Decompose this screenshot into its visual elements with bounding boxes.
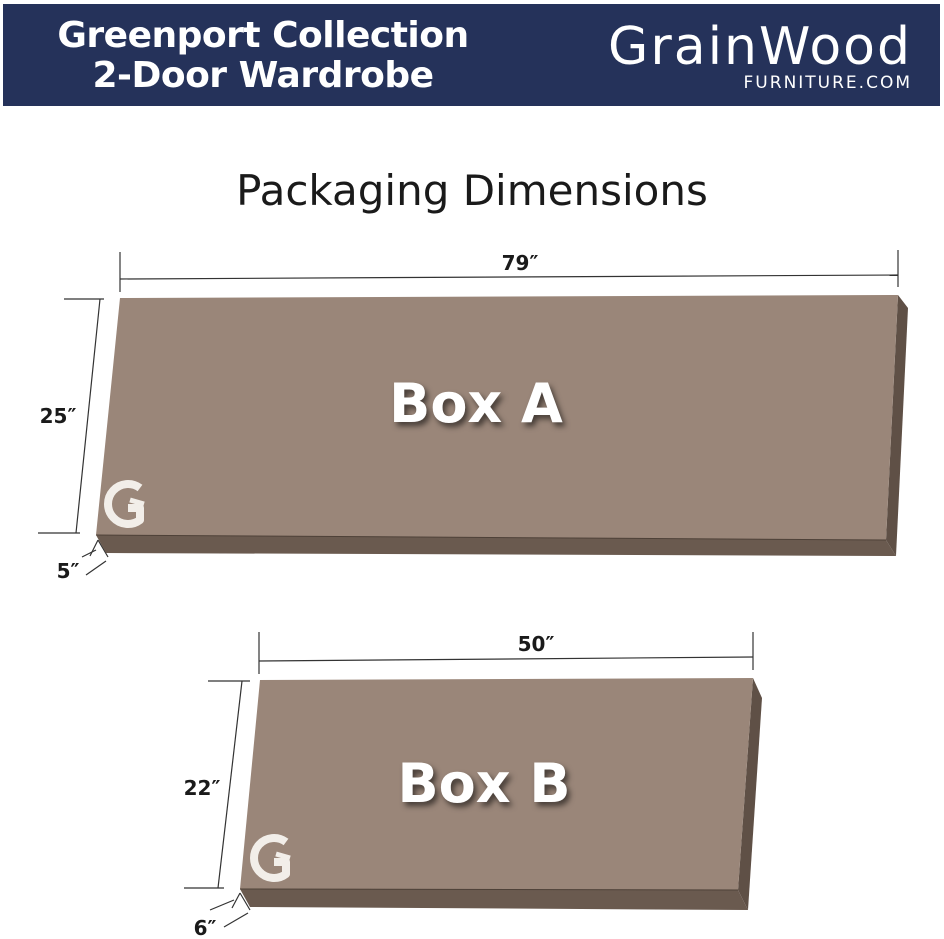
box-b-bottom-edge bbox=[240, 889, 748, 910]
product-title: Greenport Collection 2-Door Wardrobe bbox=[43, 16, 483, 96]
box-a-height-label: 25″ bbox=[40, 404, 77, 428]
box-b-height-dimension bbox=[184, 680, 250, 889]
box-a-depth-label: 5″ bbox=[57, 559, 80, 583]
box-b-width-dimension bbox=[258, 632, 754, 674]
box-b-side-edge bbox=[738, 678, 762, 910]
brand-logo: GrainWood FURNITURE.COM bbox=[608, 18, 912, 92]
box-a: 79″ 25″ 5″ Box A bbox=[38, 250, 908, 583]
grainwood-g-icon bbox=[104, 480, 145, 528]
grainwood-g-icon bbox=[250, 834, 291, 882]
box-a-side-edge bbox=[886, 295, 908, 556]
box-a-height-dimension bbox=[38, 298, 104, 534]
brand-subtitle: FURNITURE.COM bbox=[743, 73, 912, 93]
box-b-label: Box B bbox=[397, 752, 570, 815]
header-banner: Greenport Collection 2-Door Wardrobe Gra… bbox=[3, 4, 940, 106]
box-b-depth-label: 6″ bbox=[194, 916, 217, 939]
box-b-height-label: 22″ bbox=[184, 776, 221, 800]
box-a-bottom-edge bbox=[96, 535, 896, 556]
box-a-width-dimension bbox=[119, 250, 899, 292]
box-a-width-label: 79″ bbox=[502, 251, 539, 275]
product-title-line-2: 2-Door Wardrobe bbox=[92, 55, 434, 96]
box-b-front-face bbox=[240, 678, 753, 890]
box-a-front-face bbox=[96, 295, 898, 540]
box-a-label: Box A bbox=[389, 372, 563, 435]
brand-wordmark: GrainWood bbox=[608, 17, 912, 77]
box-b-depth-dimension bbox=[209, 892, 251, 928]
box-b: 50″ 22″ 6″ Box B bbox=[184, 632, 762, 939]
box-a-depth-dimension bbox=[81, 539, 109, 576]
box-b-width-label: 50″ bbox=[518, 632, 555, 656]
page-title: Packaging Dimensions bbox=[236, 166, 708, 215]
product-title-line-1: Greenport Collection bbox=[57, 15, 469, 56]
